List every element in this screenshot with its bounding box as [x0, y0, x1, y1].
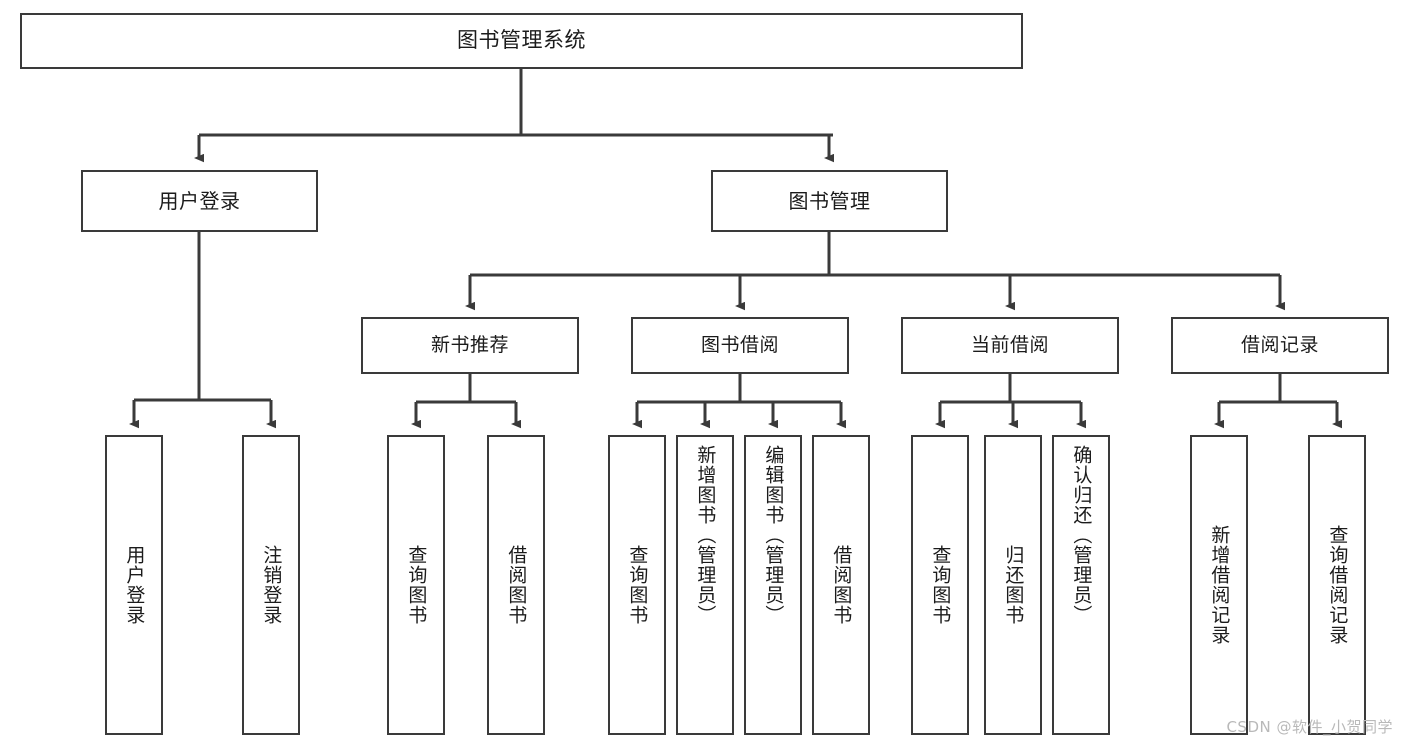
node-book-borrow[interactable]: 图书借阅: [631, 317, 849, 374]
node-leaf-add-record[interactable]: 新增借阅记录: [1190, 435, 1248, 735]
node-leaf-logout-login-label: 注销登录: [260, 545, 283, 625]
node-leaf-edit-book-label: 编辑图书（管理员）: [762, 445, 785, 625]
node-root[interactable]: 图书管理系统: [20, 13, 1023, 69]
node-leaf-user-login[interactable]: 用户登录: [105, 435, 163, 735]
node-leaf-return-book-label: 归还图书: [1002, 545, 1025, 625]
node-user-login[interactable]: 用户登录: [81, 170, 318, 232]
node-new-book-recommend-label: 新书推荐: [430, 333, 509, 356]
node-leaf-add-record-label: 新增借阅记录: [1208, 525, 1231, 645]
node-leaf-add-book-label: 新增图书（管理员）: [694, 445, 717, 625]
node-current-borrow-label: 当前借阅: [970, 333, 1049, 356]
node-leaf-add-book[interactable]: 新增图书（管理员）: [676, 435, 734, 735]
node-leaf-return-book[interactable]: 归还图书: [984, 435, 1042, 735]
node-leaf-user-login-label: 用户登录: [123, 545, 146, 625]
node-new-book-recommend[interactable]: 新书推荐: [361, 317, 579, 374]
node-borrow-record-label: 借阅记录: [1240, 333, 1319, 356]
node-leaf-query-record[interactable]: 查询借阅记录: [1308, 435, 1366, 735]
node-book-borrow-label: 图书借阅: [700, 333, 779, 356]
node-leaf-query-book-1-label: 查询图书: [405, 545, 428, 625]
node-borrow-record[interactable]: 借阅记录: [1171, 317, 1389, 374]
node-leaf-confirm-return[interactable]: 确认归还（管理员）: [1052, 435, 1110, 735]
node-leaf-edit-book[interactable]: 编辑图书（管理员）: [744, 435, 802, 735]
node-leaf-confirm-return-label: 确认归还（管理员）: [1070, 445, 1093, 625]
node-book-management-label: 图书管理: [788, 188, 871, 213]
node-user-login-label: 用户登录: [158, 188, 241, 213]
node-leaf-query-book-3[interactable]: 查询图书: [911, 435, 969, 735]
node-leaf-borrow-book-2[interactable]: 借阅图书: [812, 435, 870, 735]
node-leaf-query-book-3-label: 查询图书: [929, 545, 952, 625]
node-book-management[interactable]: 图书管理: [711, 170, 948, 232]
csdn-watermark: CSDN @软件_小贺同学: [1226, 718, 1393, 736]
node-leaf-borrow-book-1[interactable]: 借阅图书: [487, 435, 545, 735]
node-leaf-borrow-book-2-label: 借阅图书: [830, 545, 853, 625]
node-root-label: 图书管理系统: [457, 28, 586, 53]
node-leaf-query-book-1[interactable]: 查询图书: [387, 435, 445, 735]
node-leaf-query-book-2-label: 查询图书: [626, 545, 649, 625]
node-current-borrow[interactable]: 当前借阅: [901, 317, 1119, 374]
node-leaf-query-record-label: 查询借阅记录: [1326, 525, 1349, 645]
node-leaf-query-book-2[interactable]: 查询图书: [608, 435, 666, 735]
node-leaf-borrow-book-1-label: 借阅图书: [505, 545, 528, 625]
node-leaf-logout-login[interactable]: 注销登录: [242, 435, 300, 735]
